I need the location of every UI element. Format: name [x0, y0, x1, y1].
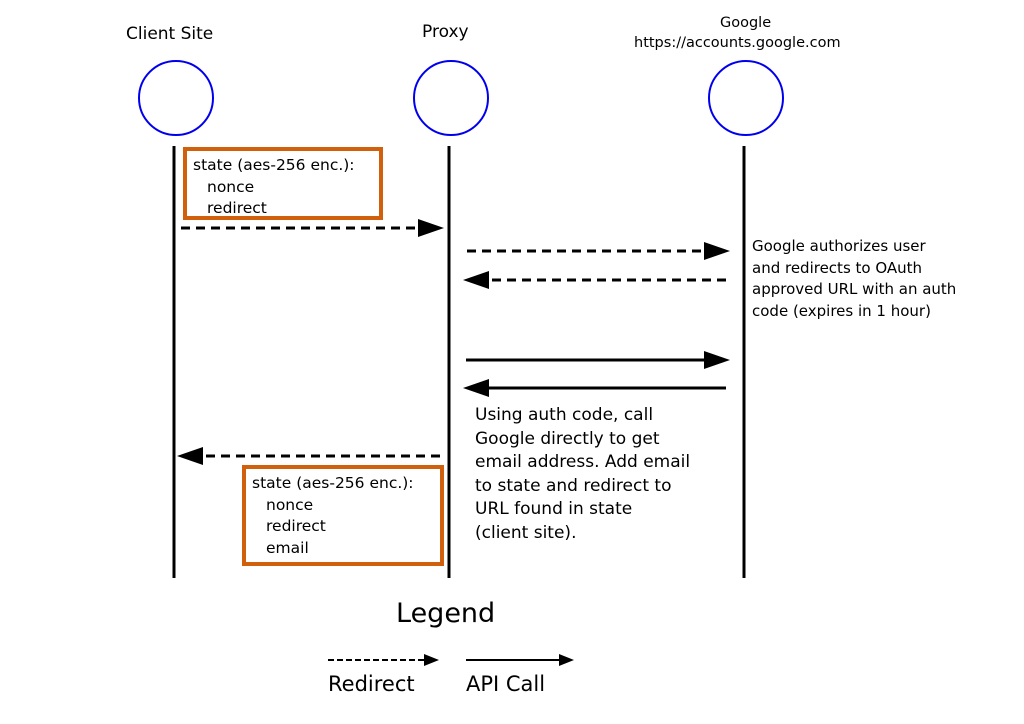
- google-authorization-note: Google authorizes user and redirects to …: [752, 236, 956, 322]
- redirect-arrow-proxy-to-client: [177, 447, 440, 465]
- legend-api-call-label: API Call: [466, 672, 546, 696]
- google-url-label: https://accounts.google.com: [634, 35, 841, 51]
- state-box-initial-field-redirect: redirect: [207, 199, 267, 217]
- state-box-final-field-email: email: [266, 538, 309, 557]
- client-site-circle: [138, 60, 214, 136]
- proxy-circle: [413, 60, 489, 136]
- legend-api-call-sample: [466, 654, 574, 666]
- legend-redirect-label: Redirect: [328, 672, 415, 696]
- redirect-arrow-google-to-proxy: [463, 271, 726, 289]
- legend-redirect-sample: [328, 654, 439, 666]
- proxy-note-line: Using auth code, call: [475, 405, 654, 425]
- client-site-label: Client Site: [126, 24, 214, 44]
- google-note-line: Google authorizes user: [752, 237, 926, 255]
- proxy-note-line: (client site).: [475, 522, 577, 543]
- redirect-arrow-proxy-to-google: [467, 242, 730, 260]
- state-box-final-field-redirect: redirect: [266, 517, 326, 535]
- state-box-initial: state (aes-256 enc.): nonce redirect: [183, 147, 383, 220]
- state-box-initial-field-nonce: nonce: [207, 177, 255, 196]
- state-box-final: state (aes-256 enc.): nonce redirect ema…: [242, 465, 444, 566]
- proxy-note-line: email address. Add email: [475, 452, 691, 472]
- google-circle: [708, 60, 784, 136]
- state-box-final-title: state (aes-256 enc.):: [252, 474, 414, 492]
- google-note-line: code (expires in 1 hour): [752, 301, 931, 320]
- google-label: Google: [720, 15, 772, 31]
- state-box-initial-title: state (aes-256 enc.):: [193, 156, 355, 174]
- proxy-auth-code-note: Using auth code, call Google directly to…: [475, 404, 690, 545]
- state-box-final-field-nonce: nonce: [266, 495, 314, 514]
- proxy-note-line: Google directly to get: [475, 428, 660, 449]
- google-note-line: approved URL with an auth: [752, 280, 957, 298]
- api-call-arrow-google-to-proxy: [463, 379, 726, 397]
- redirect-arrow-client-to-proxy: [181, 219, 444, 237]
- google-note-line: and redirects to OAuth: [752, 258, 923, 277]
- api-call-arrow-proxy-to-google: [466, 351, 730, 369]
- proxy-note-line: to state and redirect to: [475, 475, 672, 496]
- proxy-label: Proxy: [422, 22, 469, 42]
- legend-title: Legend: [396, 598, 496, 629]
- proxy-note-line: URL found in state: [475, 499, 633, 519]
